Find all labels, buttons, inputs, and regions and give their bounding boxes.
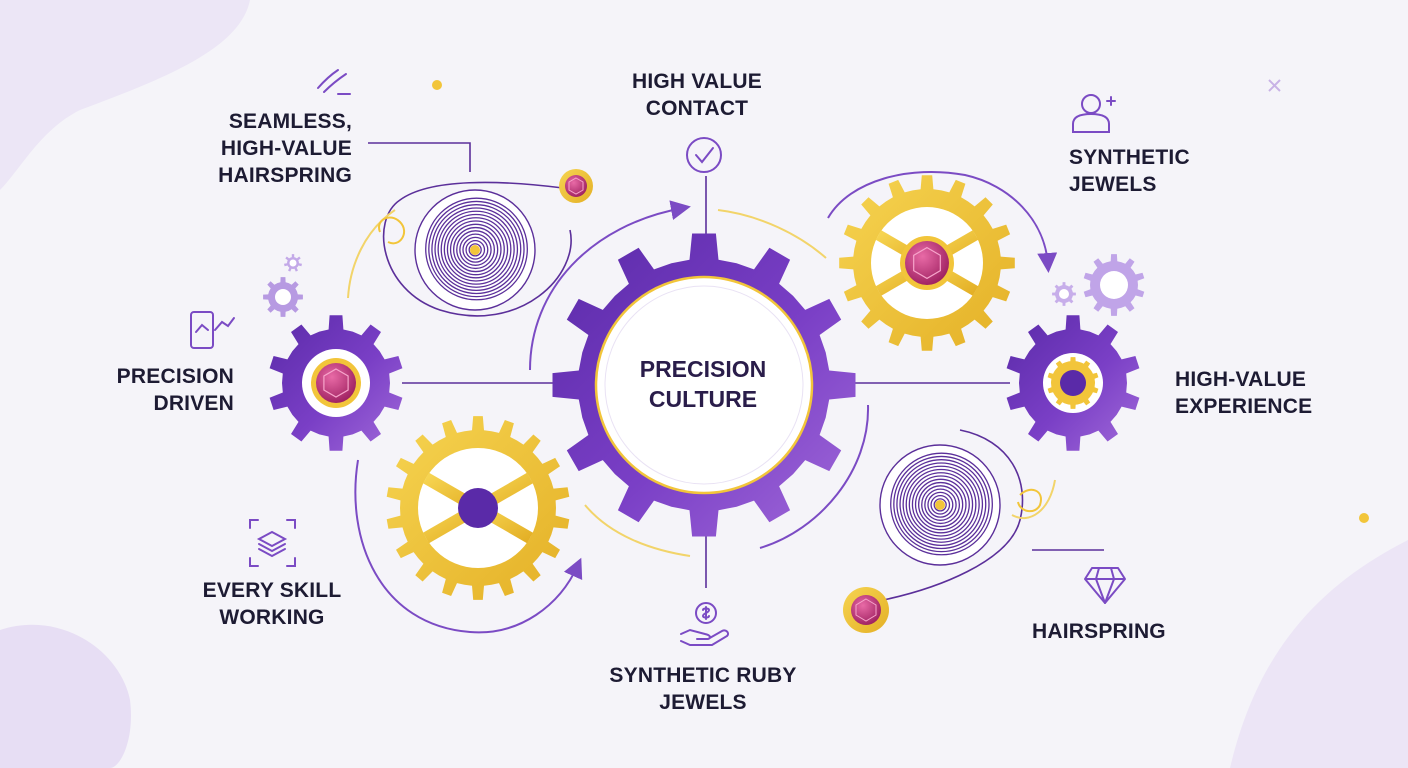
label-line: HIGH VALUE — [632, 70, 762, 93]
stroke-signature-icon — [317, 69, 351, 95]
small-gear-right-b — [1052, 282, 1076, 306]
center-title-line1: PRECISION — [639, 356, 767, 382]
add-user-icon — [1072, 94, 1116, 133]
label-line: SYNTHETIC — [1069, 146, 1190, 169]
top-right-gold-gear — [839, 175, 1015, 351]
center-title: PRECISION CULTURE — [583, 354, 823, 414]
label-precision-driven: PRECISION DRIVEN — [100, 363, 234, 417]
label-line: HAIRSPRING — [1032, 620, 1166, 643]
layers-icon — [249, 519, 296, 567]
center-hub — [594, 275, 814, 495]
label-seamless-hairspring: SEAMLESS, HIGH-VALUE HAIRSPRING — [196, 108, 352, 189]
hairspring-spiral-bottom — [879, 444, 1001, 566]
small-gear-left-b — [284, 254, 302, 272]
label-line: JEWELS — [1069, 173, 1157, 196]
label-synthetic-jewels: SYNTHETIC JEWELS — [1069, 144, 1190, 198]
bottom-left-gold-gear — [386, 416, 570, 600]
arrow-curves — [347, 171, 1058, 634]
phone-chart-icon — [190, 311, 235, 349]
label-line: WORKING — [219, 606, 325, 629]
label-line: HIGH-VALUE — [220, 137, 352, 160]
label-line: HIGH-VALUE — [1175, 368, 1307, 391]
label-high-value-contact: HIGH VALUE CONTACT — [632, 68, 762, 122]
label-line: EVERY SKILL — [202, 579, 342, 602]
ruby-jewel-top — [559, 169, 593, 203]
ruby-jewel-bottom — [843, 587, 889, 633]
label-line: CONTACT — [645, 97, 749, 120]
label-line: EXPERIENCE — [1175, 395, 1313, 418]
label-synthetic-ruby-jewels: SYNTHETIC RUBY JEWELS — [590, 662, 816, 716]
diamond-icon — [1084, 567, 1126, 604]
money-hand-icon — [680, 602, 730, 646]
label-every-skill-working: EVERY SKILL WORKING — [192, 577, 352, 631]
right-purple-gear — [1006, 315, 1140, 451]
label-high-value-experience: HIGH-VALUE EXPERIENCE — [1175, 366, 1312, 420]
label-line: DRIVEN — [153, 392, 234, 415]
label-line: SEAMLESS, — [228, 110, 352, 133]
left-purple-gear — [269, 315, 403, 451]
small-gear-right-a — [1083, 254, 1145, 316]
check-circle-icon — [686, 137, 722, 173]
label-hairspring: HAIRSPRING — [1032, 618, 1166, 645]
small-gear-left-a — [263, 277, 303, 317]
label-line: JEWELS — [659, 691, 747, 714]
hairspring-spiral-top — [414, 189, 536, 311]
center-title-line2: CULTURE — [648, 386, 758, 412]
label-line: PRECISION — [116, 365, 234, 388]
label-line: SYNTHETIC RUBY — [609, 664, 797, 687]
label-line: HAIRSPRING — [218, 164, 352, 187]
